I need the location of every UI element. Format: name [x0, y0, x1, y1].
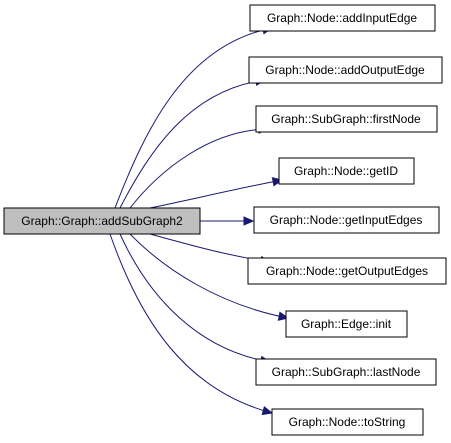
call-edge — [114, 27, 273, 209]
call-edge — [109, 233, 273, 414]
target-node-label: Graph::Node::addInputEdge — [267, 11, 417, 25]
call-edge — [129, 128, 269, 209]
target-node-label: Graph::Node::getInputEdges — [270, 213, 423, 227]
call-edge — [129, 233, 289, 319]
target-node-get-id[interactable]: Graph::Node::getID — [278, 157, 415, 185]
target-node-label: Graph::SubGraph::lastNode — [272, 365, 421, 379]
target-node-label: Graph::Edge::init — [301, 317, 392, 331]
target-node-label: Graph::Node::getID — [294, 164, 398, 178]
target-node-add-output-edge[interactable]: Graph::Node::addOutputEdge — [248, 56, 443, 84]
source-node-label: Graph::Graph::addSubGraph2 — [21, 214, 183, 228]
nodes: Graph::Graph::addSubGraph2 Graph::Node::… — [3, 4, 447, 436]
target-node-to-string[interactable]: Graph::Node::toString — [271, 408, 424, 436]
target-node-get-output-edges[interactable]: Graph::Node::getOutputEdges — [247, 257, 447, 285]
target-node-add-input-edge[interactable]: Graph::Node::addInputEdge — [249, 4, 436, 32]
target-node-edge-init[interactable]: Graph::Edge::init — [285, 310, 408, 338]
source-node[interactable]: Graph::Graph::addSubGraph2 — [3, 207, 201, 235]
target-node-label: Graph::Node::toString — [289, 415, 406, 429]
arrowhead-icon — [261, 405, 274, 416]
target-node-label: Graph::Node::getOutputEdges — [266, 264, 428, 278]
target-node-first-node[interactable]: Graph::SubGraph::firstNode — [255, 105, 438, 133]
call-edge — [119, 79, 266, 209]
target-node-get-input-edges[interactable]: Graph::Node::getInputEdges — [253, 206, 440, 234]
call-edge — [149, 179, 283, 209]
target-node-label: Graph::SubGraph::firstNode — [271, 112, 421, 126]
target-node-label: Graph::Node::addOutputEdge — [265, 63, 425, 77]
call-edge — [119, 233, 271, 363]
target-node-last-node[interactable]: Graph::SubGraph::lastNode — [255, 358, 437, 386]
arrowhead-icon — [243, 216, 255, 226]
